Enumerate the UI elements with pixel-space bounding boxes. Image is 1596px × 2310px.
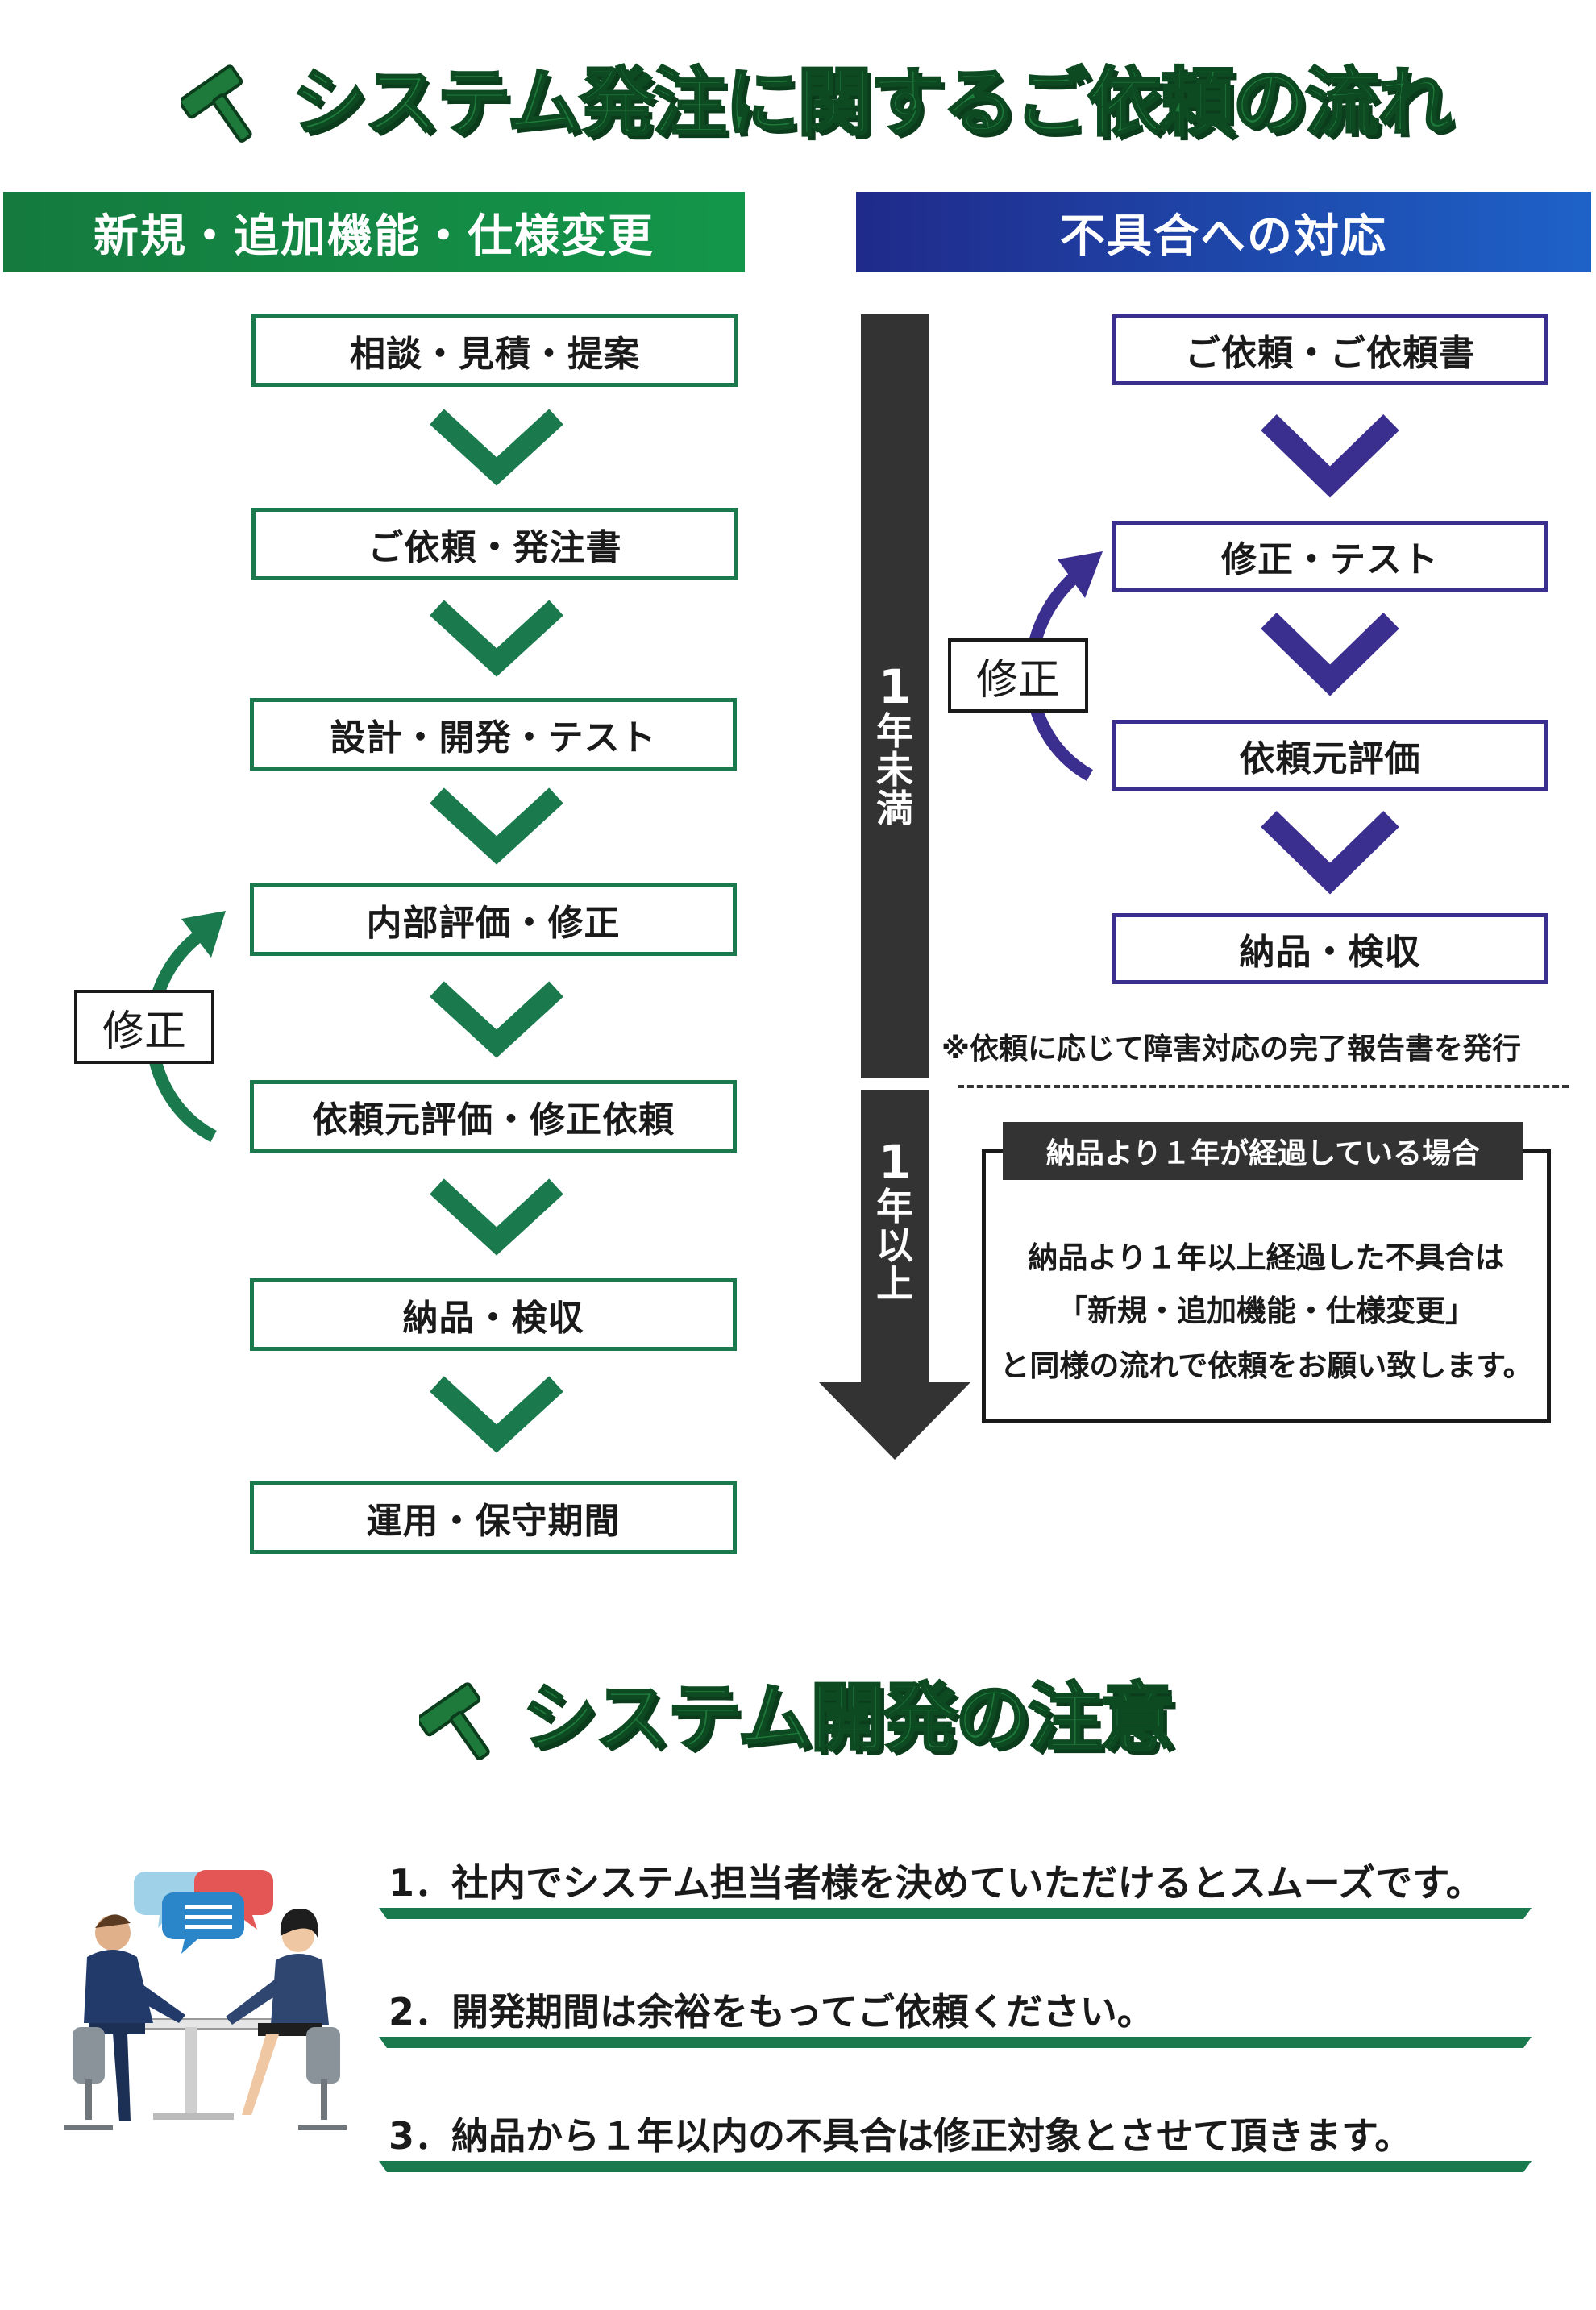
hammer-icon — [419, 1682, 490, 1760]
chevron-down-icon — [430, 981, 563, 1058]
step-bug-client-eval: 依頼元評価 — [1112, 720, 1548, 791]
over-year-box — [982, 1149, 1551, 1423]
over-year-box-title: 納品より１年が経過している場合 — [1003, 1122, 1523, 1180]
step-design: 設計・開発・テスト — [250, 698, 737, 771]
step-consult: 相談・見積・提案 — [251, 314, 738, 387]
chevron-down-icon — [1261, 413, 1399, 498]
step-delivery: 納品・検収 — [250, 1278, 737, 1351]
caution-underline — [379, 2161, 1532, 2172]
chevron-down-icon — [1261, 810, 1399, 895]
caution-item-3: 3．納品から１年以内の不具合は修正対象とさせて頂きます。 — [389, 2114, 1412, 2158]
caution-item-2: 2．開発期間は余裕をもってご依頼ください。 — [389, 1990, 1154, 2034]
caution-underline — [379, 1908, 1532, 1919]
chevron-down-icon — [430, 787, 563, 865]
section-title-cautions: システム開発の注意 — [521, 1675, 1175, 1761]
step-client-eval: 依頼元評価・修正依頼 — [250, 1080, 737, 1153]
step-internal-eval: 内部評価・修正 — [250, 883, 737, 956]
step-bug-delivery: 納品・検収 — [1112, 913, 1548, 984]
label-under-one-year: 1 年 未 満 — [876, 659, 913, 831]
label-over-one-year: 1 年 以 上 — [876, 1135, 913, 1307]
timeline-bar-under-year — [861, 314, 929, 1078]
fix-label-right: 修正 — [948, 638, 1088, 713]
chevron-down-icon — [430, 409, 563, 486]
fix-label-left: 修正 — [74, 990, 214, 1064]
chevron-down-icon — [430, 600, 563, 677]
step-operation: 運用・保守期間 — [250, 1481, 737, 1554]
chevron-down-icon — [430, 1178, 563, 1256]
step-order: ご依頼・発注書 — [251, 508, 738, 580]
step-fix-test: 修正・テスト — [1112, 521, 1548, 592]
over-year-line-1: 納品より１年以上経過した不具合は — [1028, 1240, 1505, 1275]
over-year-line-2: 「新規・追加機能・仕様変更」 — [1058, 1294, 1475, 1328]
chevron-down-icon — [1261, 612, 1399, 696]
banner-new-features: 新規・追加機能・仕様変更 — [3, 192, 745, 272]
hammer-icon — [181, 64, 252, 143]
caution-item-1: 1．社内でシステム担当者様を決めていただけるとスムーズです。 — [389, 1861, 1483, 1905]
chevron-down-icon — [430, 1376, 563, 1453]
over-year-line-3: と同様の流れで依頼をお願い致します。 — [1000, 1348, 1533, 1383]
step-bug-request: ご依頼・ご依頼書 — [1112, 314, 1548, 385]
timeline-bar-over-year — [861, 1090, 929, 1386]
caution-underline — [379, 2037, 1532, 2048]
divider — [958, 1085, 1569, 1088]
meeting-illustration — [64, 1870, 347, 2130]
page-title: システム発注に関するご依頼の流れ — [290, 60, 1453, 146]
report-note: ※依頼に応じて障害対応の完了報告書を発行 — [941, 1032, 1521, 1066]
arrow-down-icon — [819, 1382, 970, 1460]
banner-bug-handling: 不具合への対応 — [856, 192, 1591, 272]
